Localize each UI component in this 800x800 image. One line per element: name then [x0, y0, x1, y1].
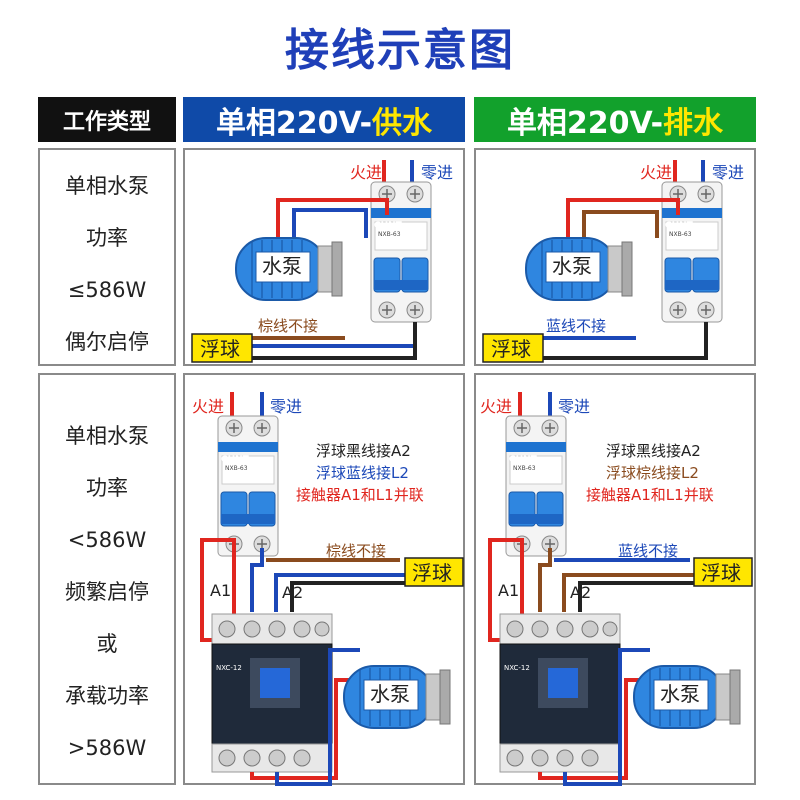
zero-in-label: 零进	[421, 163, 453, 182]
row2-label-line: 频繁启停	[65, 580, 149, 604]
breaker-model: NXB-63	[513, 465, 536, 472]
float-label: 浮球	[200, 337, 240, 361]
row2-label-line: 承载功率	[65, 684, 149, 708]
float-label: 浮球	[412, 561, 452, 585]
breaker-model: NXB-63	[225, 465, 248, 472]
note-line: 浮球蓝线接L2	[316, 464, 409, 482]
row2-label-line: 或	[96, 632, 118, 656]
row1-label-line: 单相水泵	[65, 174, 149, 198]
breaker-model: NXB-63	[669, 231, 692, 238]
blue-not-connected-label: 蓝线不接	[618, 542, 678, 560]
row1-label-line: ≤586W	[67, 278, 147, 302]
row1-label-line: 偶尔启停	[65, 330, 149, 354]
pump-label: 水泵	[262, 254, 302, 278]
breaker-brand: CHNT	[221, 455, 250, 465]
row1-labels: 单相水泵 功率 ≤586W 偶尔启停	[38, 160, 176, 368]
note-line: 浮球黑线接A2	[606, 442, 701, 460]
float-switch-box	[482, 333, 544, 363]
float-switch-box	[404, 557, 464, 587]
breaker-model: NXB-63	[378, 231, 401, 238]
breaker-brand: CHNT	[665, 221, 694, 231]
pump-label: 水泵	[660, 682, 700, 706]
page-title: 接线示意图	[285, 25, 515, 76]
row2-label-line: <586W	[67, 528, 147, 552]
row1-label-cell	[38, 148, 176, 366]
drain-header: 单相220V-排水	[474, 97, 756, 142]
contactor-model: NXC-12	[504, 664, 530, 672]
supply-header-suffix: 供水	[372, 105, 433, 141]
row2-supply-diagram: 火进 零进 CHNT NXB-63 浮球黑线接A2 浮球蓝线接L2 接触器A1和…	[192, 392, 464, 786]
a2-label: A2	[282, 583, 303, 602]
row1-drain-diagram: 火进 零进 CHNT NXB-63 水泵 浮球 蓝线不接	[482, 160, 744, 363]
brown-not-connected-label: 棕线不接	[326, 542, 386, 560]
row2-labels: 单相水泵 功率 <586W 频繁启停 或 承载功率 >586W	[38, 410, 176, 774]
breaker-brand: CHNT	[509, 455, 538, 465]
a1-label: A1	[498, 581, 519, 600]
row2-label-cell	[38, 373, 176, 785]
blue-not-connected-label: 蓝线不接	[546, 317, 606, 335]
row2-label-line: >586W	[67, 736, 147, 760]
note-line: 接触器A1和L1并联	[586, 486, 714, 504]
breaker-brand: CHNT	[374, 221, 403, 231]
float-switch-box	[191, 333, 253, 363]
supply-header: 单相220V-供水	[183, 97, 465, 142]
fire-in-label: 火进	[480, 397, 512, 416]
a1-label: A1	[210, 581, 231, 600]
ac-contactor	[499, 613, 621, 773]
row2-label-line: 功率	[86, 476, 128, 500]
note-line: 接触器A1和L1并联	[296, 486, 424, 504]
float-label: 浮球	[701, 561, 741, 585]
pump-label: 水泵	[370, 682, 410, 706]
drain-header-suffix: 排水	[663, 105, 724, 141]
row1-label-line: 功率	[86, 226, 128, 250]
circuit-breaker	[661, 181, 723, 323]
fire-in-label: 火进	[350, 163, 382, 182]
zero-in-label: 零进	[270, 397, 302, 416]
drain-header-prefix: 单相220V-	[506, 105, 664, 141]
circuit-breaker	[217, 415, 279, 557]
float-label: 浮球	[491, 337, 531, 361]
supply-header-prefix: 单相220V-	[215, 105, 373, 141]
circuit-breaker	[505, 415, 567, 557]
fire-in-label: 火进	[192, 397, 224, 416]
fire-in-label: 火进	[640, 163, 672, 182]
zero-in-label: 零进	[712, 163, 744, 182]
ac-contactor	[211, 613, 333, 773]
a2-label: A2	[570, 583, 591, 602]
row1-supply-diagram: 火进 零进 CHNT NXB-63 水泵 浮球 棕线不接	[191, 160, 453, 363]
row2-label-line: 单相水泵	[65, 424, 149, 448]
row2-drain-diagram: 火进 零进 CHNT NXB-63 浮球黑线接A2 浮球棕线接L2 接触器A1和…	[480, 392, 753, 786]
zero-in-label: 零进	[558, 397, 590, 416]
circuit-breaker	[370, 181, 432, 323]
brown-not-connected-label: 棕线不接	[258, 317, 318, 335]
contactor-model: NXC-12	[216, 664, 242, 672]
pump-label: 水泵	[552, 254, 592, 278]
note-line: 浮球棕线接L2	[606, 464, 699, 482]
work-type-header: 工作类型	[38, 97, 176, 142]
note-line: 浮球黑线接A2	[316, 442, 411, 460]
float-switch-box	[693, 557, 753, 587]
